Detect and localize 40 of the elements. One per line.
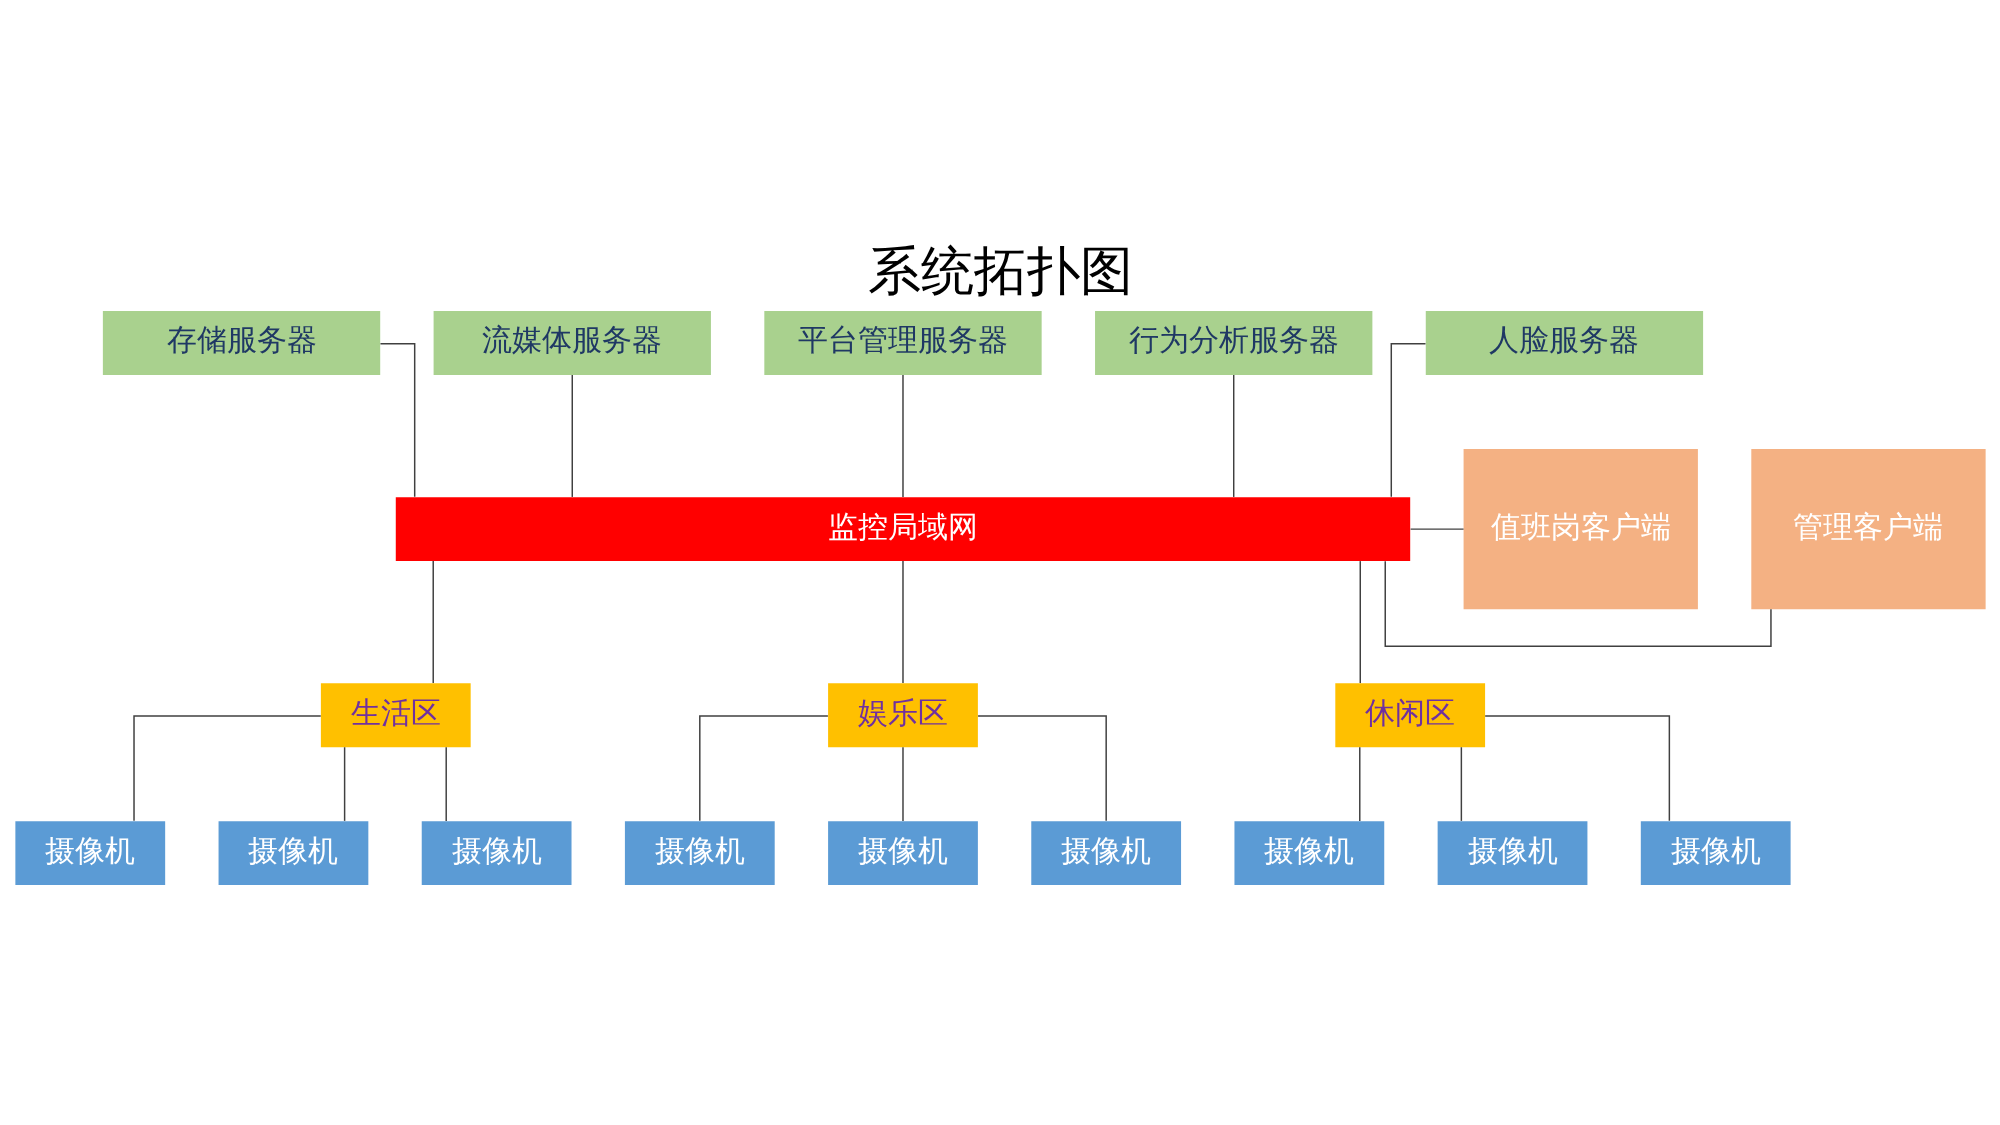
connector	[432, 560, 434, 684]
node-box: 存储服务器	[102, 311, 380, 375]
connector	[901, 560, 904, 684]
connector	[571, 374, 573, 498]
node-box: 休闲区	[1334, 683, 1485, 748]
node-box: 摄像机	[624, 821, 775, 886]
connector	[976, 715, 1107, 822]
node-box: 人脸服务器	[1425, 311, 1703, 375]
node-box: 平台管理服务器	[763, 311, 1042, 375]
connector	[1232, 374, 1234, 498]
node-box: 管理客户端	[1750, 449, 1986, 610]
node-box: 摄像机	[421, 821, 571, 886]
node-box: 摄像机	[1640, 821, 1791, 886]
connector	[379, 343, 415, 498]
connector	[444, 746, 447, 822]
node-box: 摄像机	[1437, 821, 1587, 886]
connector	[132, 715, 321, 822]
node-box: 摄像机	[1030, 821, 1181, 886]
connector	[343, 746, 345, 822]
connector	[1409, 528, 1464, 530]
diagram-title: 系统拓扑图	[867, 238, 1133, 302]
node-box: 值班岗客户端	[1463, 449, 1698, 610]
connector	[1359, 560, 1361, 684]
node-box: 摄像机	[14, 821, 165, 886]
connector	[1483, 715, 1670, 822]
node-box: 生活区	[320, 683, 471, 748]
node-box: 摄像机	[218, 821, 368, 886]
node-box: 流媒体服务器	[433, 311, 711, 375]
connector	[698, 715, 829, 822]
node-box: 监控局域网	[395, 497, 1410, 561]
connector	[901, 374, 904, 498]
node-box: 娱乐区	[827, 683, 978, 748]
connector	[901, 746, 904, 822]
node-box: 摄像机	[827, 821, 978, 886]
node-box: 摄像机	[1233, 821, 1384, 886]
connector	[1460, 746, 1462, 822]
connector	[1390, 343, 1426, 498]
connector	[1384, 560, 1772, 648]
connector	[1358, 746, 1360, 822]
node-box: 行为分析服务器	[1094, 311, 1372, 375]
